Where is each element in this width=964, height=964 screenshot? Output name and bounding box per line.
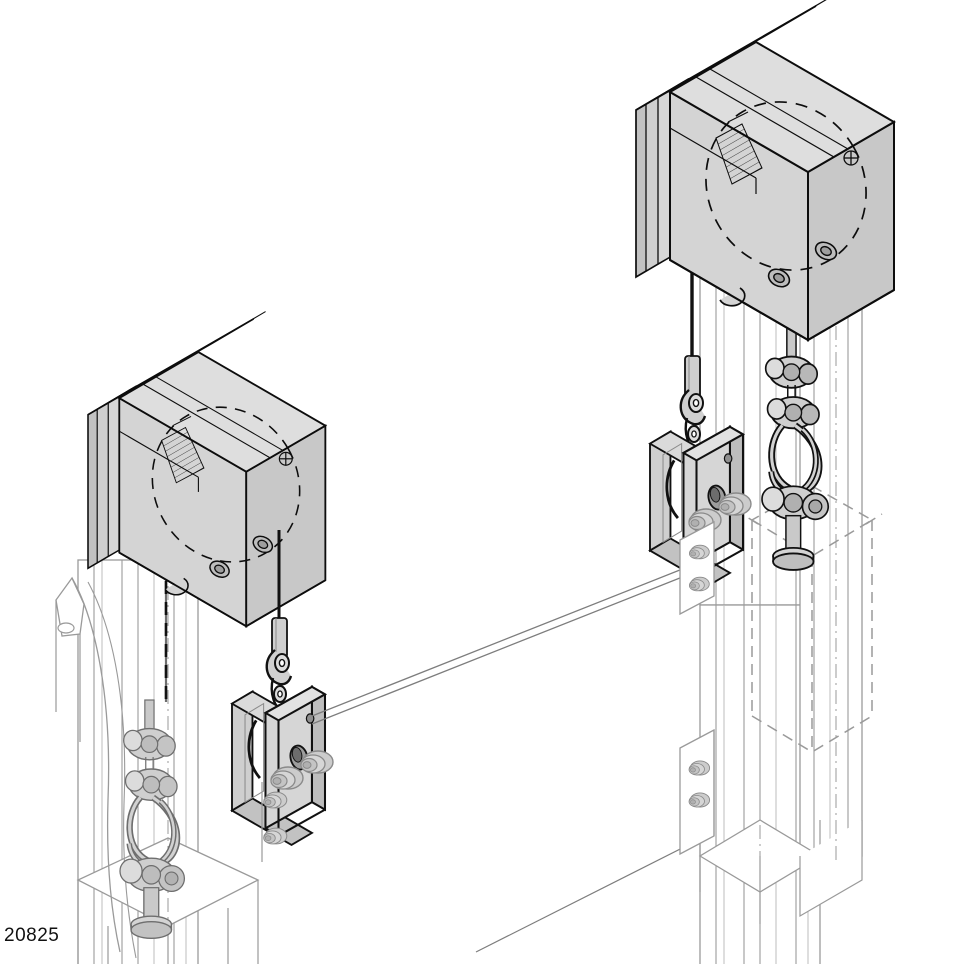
right-balancer-housing <box>635 0 898 341</box>
right-balancer-cable <box>684 268 701 399</box>
left-balancer-cable <box>271 530 288 659</box>
right-lower-mounting-plate <box>679 728 715 856</box>
right-upper-mounting-plate <box>679 520 715 616</box>
ghost-angle-bracket <box>55 576 137 959</box>
right-assembly <box>635 0 898 964</box>
left-lower-bolts <box>261 782 288 862</box>
figure-caption: 20825 <box>4 925 60 946</box>
cross-rail-beam <box>311 561 707 953</box>
left-assembly <box>55 310 334 964</box>
ghost-hose-curve <box>71 577 121 953</box>
left-profile-column <box>76 559 260 964</box>
right-chain-shackle-assembly <box>761 327 830 571</box>
